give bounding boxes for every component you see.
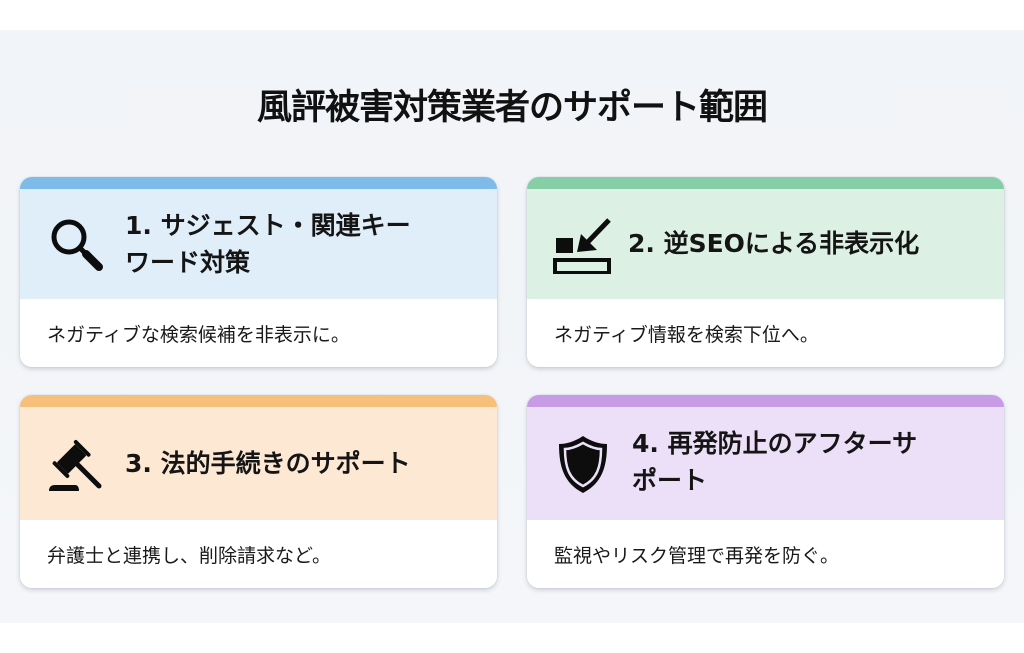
card-title: 3. 法的手続きのサポート — [125, 445, 477, 482]
card-accent-bar — [20, 395, 497, 407]
card-title: 1. サジェスト・関連キー ワード対策 — [125, 207, 477, 281]
card-reverse-seo: 2. 逆SEOによる非表示化 ネガティブ情報を検索下位へ。 — [527, 177, 1004, 367]
card-description: 監視やリスク管理で再発を防ぐ。 — [527, 520, 1004, 588]
gavel-icon — [44, 432, 108, 496]
card-accent-bar — [527, 177, 1004, 189]
card-title-line-1: 4. 再発防止のアフターサ — [632, 429, 918, 458]
card-after-support: 4. 再発防止のアフターサ ポート 監視やリスク管理で再発を防ぐ。 — [527, 395, 1004, 588]
card-description: 弁護士と連携し、削除請求など。 — [20, 520, 497, 588]
push-down-icon — [551, 212, 615, 276]
card-accent-bar — [20, 177, 497, 189]
shield-icon — [551, 432, 615, 496]
card-title-line-1: 3. 法的手続きのサポート — [125, 449, 411, 478]
card-title-line-2: ワード対策 — [125, 248, 251, 277]
card-header: 1. サジェスト・関連キー ワード対策 — [20, 189, 497, 299]
card-title: 4. 再発防止のアフターサ ポート — [632, 425, 984, 499]
card-description: ネガティブ情報を検索下位へ。 — [527, 299, 1004, 367]
page-title: 風評被害対策業者のサポート範囲 — [256, 88, 768, 128]
card-header: 3. 法的手続きのサポート — [20, 407, 497, 520]
card-title-line-1: 2. 逆SEOによる非表示化 — [628, 229, 920, 258]
card-title-line-1: 1. サジェスト・関連キー — [125, 211, 411, 240]
magnifying-glass-icon — [44, 212, 108, 276]
card-legal-support: 3. 法的手続きのサポート 弁護士と連携し、削除請求など。 — [20, 395, 497, 588]
card-description: ネガティブな検索候補を非表示に。 — [20, 299, 497, 367]
card-header: 2. 逆SEOによる非表示化 — [527, 189, 1004, 299]
card-title: 2. 逆SEOによる非表示化 — [628, 225, 984, 262]
card-accent-bar — [527, 395, 1004, 407]
card-title-line-2: ポート — [632, 466, 708, 495]
card-suggest-keyword: 1. サジェスト・関連キー ワード対策 ネガティブな検索候補を非表示に。 — [20, 177, 497, 367]
card-header: 4. 再発防止のアフターサ ポート — [527, 407, 1004, 520]
